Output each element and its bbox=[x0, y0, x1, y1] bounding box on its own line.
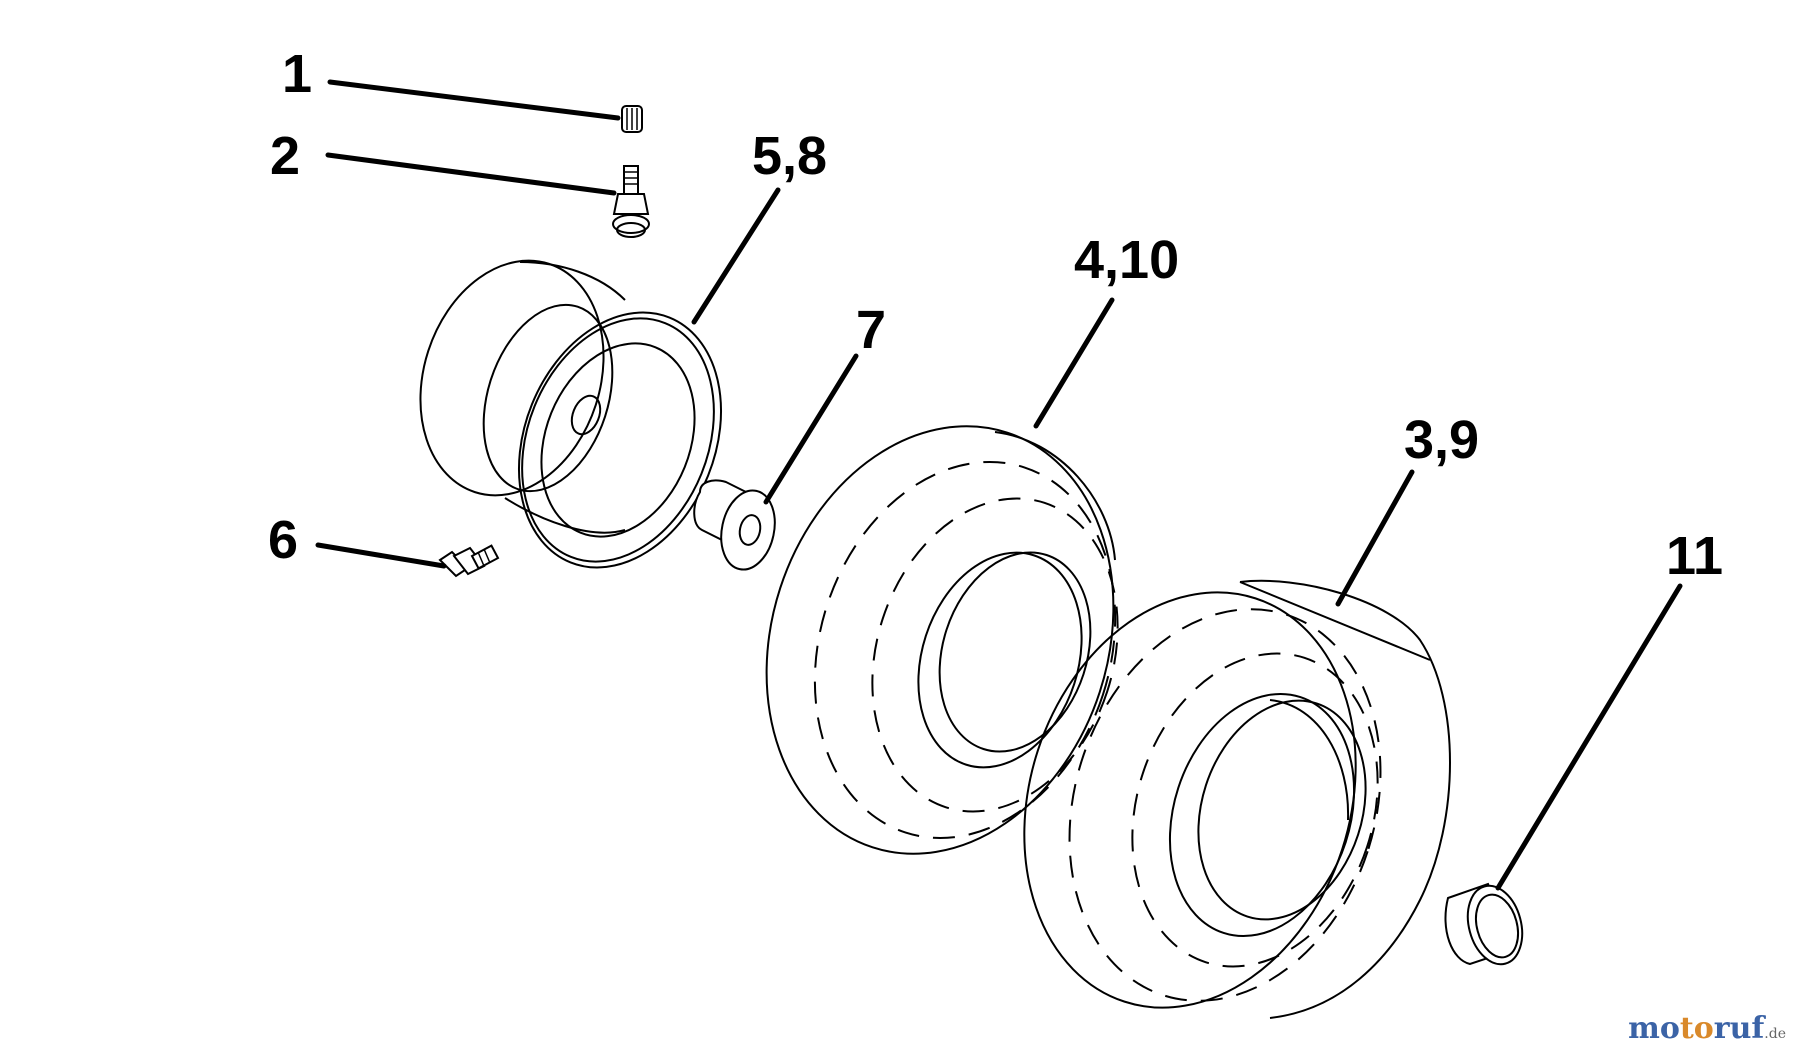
leader-11 bbox=[1495, 583, 1683, 891]
wheel-rim bbox=[419, 259, 723, 569]
leader-7 bbox=[763, 353, 859, 505]
callout-410: 4,10 bbox=[1074, 230, 1179, 290]
spacer-bushing bbox=[693, 479, 776, 571]
grease-fitting bbox=[438, 544, 500, 578]
bearing-cap bbox=[1444, 882, 1524, 966]
callout-1: 1 bbox=[282, 44, 312, 104]
callout-11: 11 bbox=[1666, 526, 1723, 586]
leader-410 bbox=[1033, 297, 1115, 429]
callout-58: 5,8 bbox=[752, 126, 827, 186]
watermark-logo: motoruf.de bbox=[1628, 1011, 1786, 1046]
valve-cap bbox=[621, 105, 643, 133]
callout-2: 2 bbox=[270, 126, 300, 186]
valve-stem bbox=[612, 165, 650, 238]
leader-58 bbox=[691, 187, 781, 325]
tire-front bbox=[765, 425, 1119, 855]
leader-2 bbox=[325, 152, 617, 196]
leader-6 bbox=[315, 542, 447, 569]
callout-7: 7 bbox=[856, 300, 886, 360]
leader-39 bbox=[1335, 469, 1415, 607]
callout-39: 3,9 bbox=[1404, 410, 1479, 470]
callout-6: 6 bbox=[268, 510, 298, 570]
tire-rear bbox=[1023, 579, 1451, 1019]
leader-1 bbox=[327, 79, 621, 121]
